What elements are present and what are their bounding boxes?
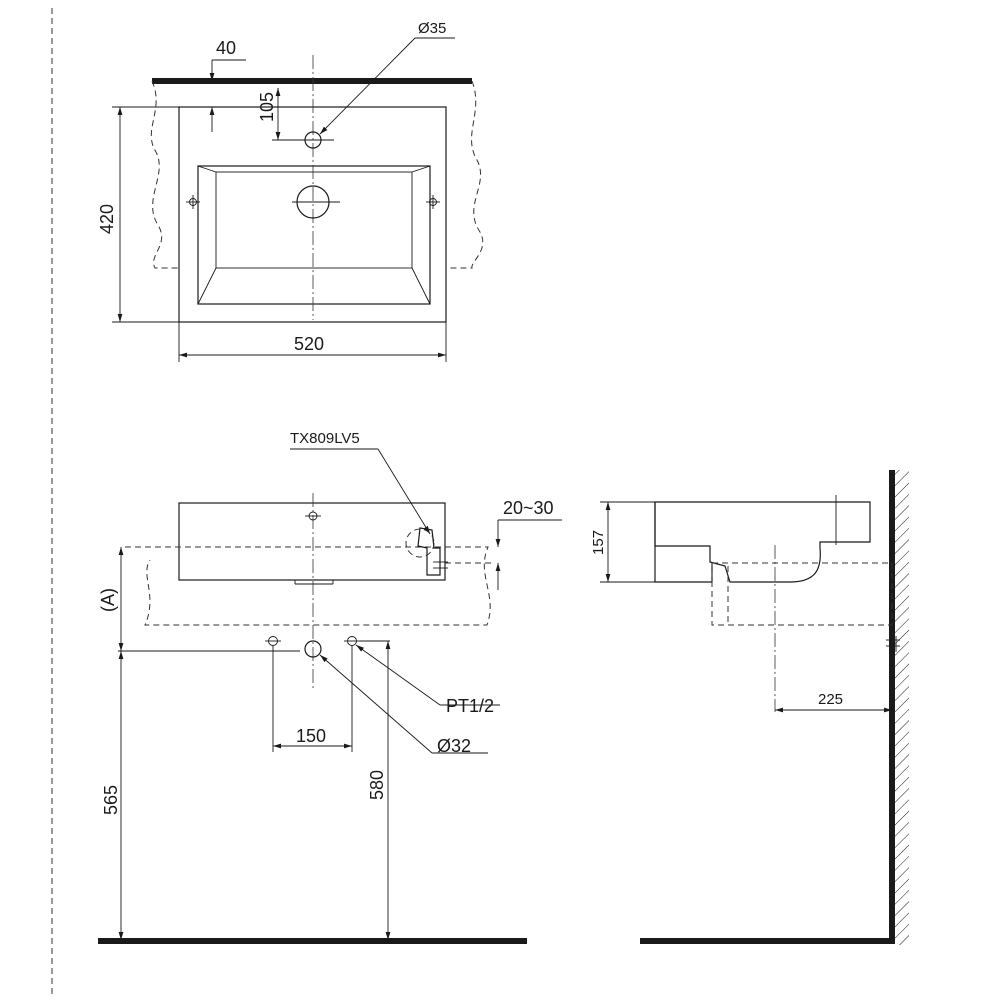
faucet-symbol xyxy=(405,527,448,576)
mounting-mark-right xyxy=(426,195,440,209)
overhang-dim-label: 40 xyxy=(216,38,236,58)
top-view: 40 105 Ø35 420 520 xyxy=(97,20,484,362)
supply-right xyxy=(344,636,360,646)
hole-offset-dim-label: 105 xyxy=(257,92,277,122)
wall-hatch xyxy=(895,470,909,945)
counter-height-label: (A) xyxy=(98,588,118,612)
depth-dim-label: 420 xyxy=(97,204,117,234)
front-view: TX809LV5 20~30 (A) PT1/2 Ø32 xyxy=(98,430,562,944)
mounting-mark-left xyxy=(186,195,200,209)
width-dim-label: 520 xyxy=(294,334,324,354)
drain-front xyxy=(304,640,322,658)
supply-spacing-label: 150 xyxy=(296,726,326,746)
basin-front xyxy=(178,502,446,581)
bowl-inner xyxy=(215,171,413,269)
counter-break-left xyxy=(150,80,180,269)
drain-height-label: 580 xyxy=(367,770,387,800)
supply-label: PT1/2 xyxy=(446,696,494,716)
basin-outline-top xyxy=(178,106,447,323)
countertop-side xyxy=(711,562,893,626)
faucet-model-label: TX809LV5 xyxy=(290,430,360,447)
supply-left xyxy=(265,636,281,646)
supply-height-label: 565 xyxy=(101,785,121,815)
drain-label: Ø32 xyxy=(437,736,471,756)
hole-diameter-label: Ø35 xyxy=(418,20,446,37)
wall-supply-stub xyxy=(886,636,900,652)
basin-height-label: 157 xyxy=(590,530,607,555)
counter-thickness-label: 20~30 xyxy=(503,498,554,518)
basin-profile-side xyxy=(654,501,871,583)
bowl-outer xyxy=(197,165,431,305)
side-view: 157 225 xyxy=(590,470,909,945)
drain-wall-distance-label: 225 xyxy=(818,691,843,708)
counter-break-right xyxy=(446,80,484,269)
countertop-front xyxy=(125,546,491,626)
